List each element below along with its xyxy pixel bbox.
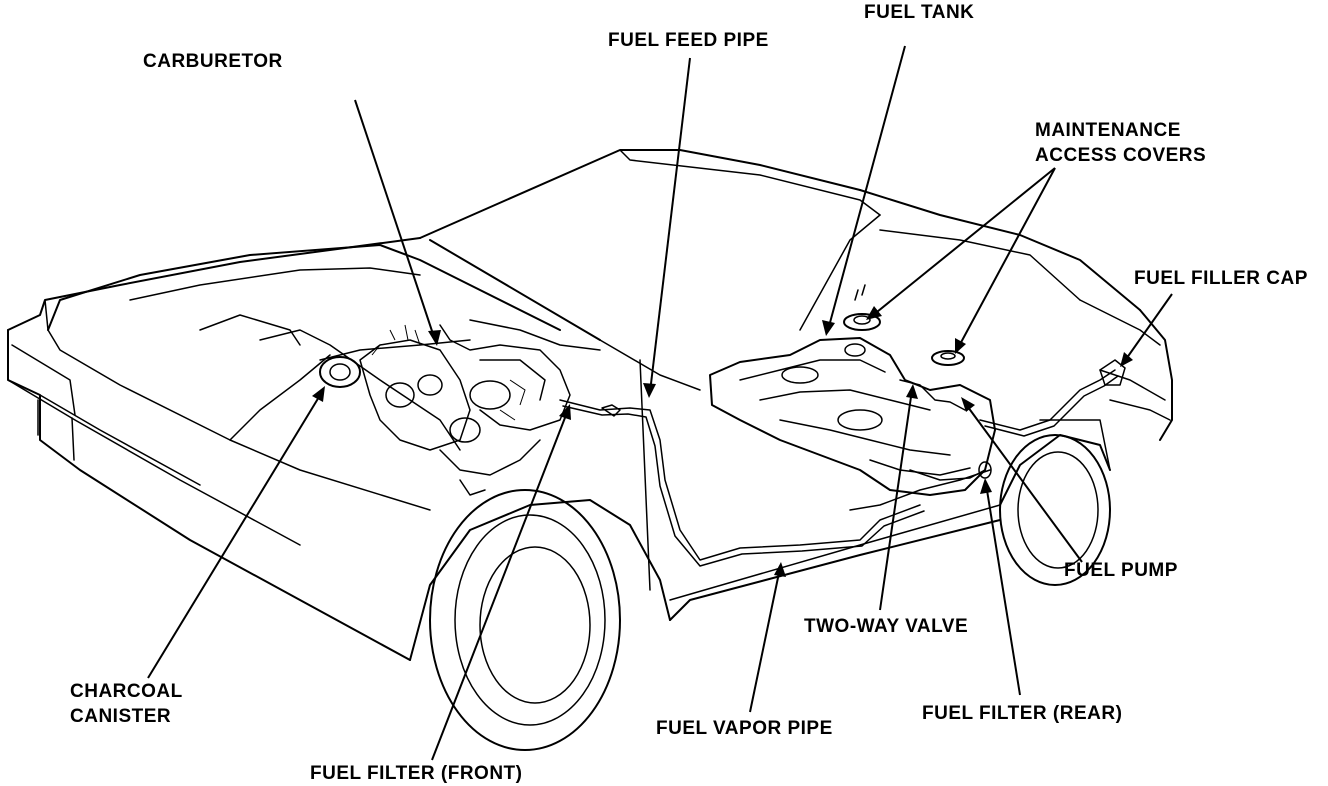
label-maintenance-line2: ACCESS COVERS <box>1035 145 1207 166</box>
engine-assembly <box>259 319 601 496</box>
label-charcoal-line1: CHARCOAL <box>70 681 183 702</box>
label-maintenance-access-covers: MAINTENANCE ACCESS COVERS <box>1035 118 1206 168</box>
label-fuel-feed-pipe: FUEL FEED PIPE <box>608 30 769 51</box>
label-fuel-vapor-pipe: FUEL VAPOR PIPE <box>656 718 833 739</box>
label-charcoal-canister: CHARCOAL CANISTER <box>70 679 183 729</box>
label-fuel-pump: FUEL PUMP <box>1064 560 1178 581</box>
label-charcoal-line2: CANISTER <box>70 706 172 727</box>
label-fuel-filler-cap: FUEL FILLER CAP <box>1134 268 1308 289</box>
access-covers <box>843 284 965 366</box>
car-body <box>7 149 1173 751</box>
label-maintenance-line1: MAINTENANCE <box>1035 120 1181 141</box>
label-two-way-valve: TWO-WAY VALVE <box>804 616 969 637</box>
fuel-lines <box>559 359 1126 567</box>
fuel-tank-shape <box>709 337 996 496</box>
label-carburetor: CARBURETOR <box>143 51 283 72</box>
leader-lines <box>147 45 1173 761</box>
label-fuel-filter-front: FUEL FILTER (FRONT) <box>310 763 523 784</box>
label-fuel-filter-rear: FUEL FILTER (REAR) <box>922 703 1123 724</box>
label-fuel-tank: FUEL TANK <box>864 2 975 23</box>
